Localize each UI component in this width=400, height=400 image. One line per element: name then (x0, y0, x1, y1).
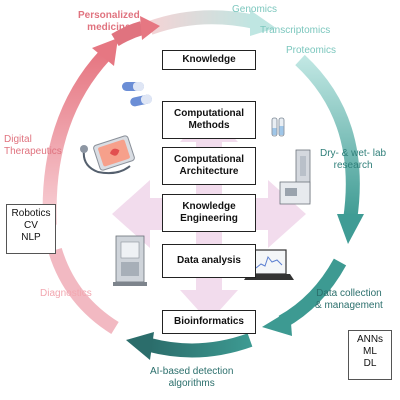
box-computational-methods: Computational Methods (162, 101, 256, 139)
box-data-analysis: Data analysis (162, 244, 256, 278)
arc-left-head (92, 38, 118, 66)
right-box-item-dl: DL (363, 358, 377, 369)
pill-capsules-icon (122, 82, 153, 107)
label-genomics: Genomics (232, 4, 278, 15)
left-box-item-robotics: Robotics (11, 208, 51, 219)
label-transcriptomics: Transcriptomics (260, 25, 331, 36)
arc-lower-right-head (262, 310, 292, 336)
box-knowledge-label: Knowledge (182, 54, 236, 65)
arc-right-head (337, 214, 364, 244)
label-personalized-medicine-text: Personalized medicine (78, 10, 140, 33)
box-computational-architecture: Computational Architecture (162, 147, 256, 185)
tablet-stethoscope-icon (80, 135, 135, 175)
label-proteomics: Proteomics (286, 45, 337, 56)
box-robotics-cv-nlp: Robotics CV NLP (6, 204, 56, 254)
box-data-analysis-label: Data analysis (177, 255, 241, 266)
label-ai-detection: AI-based detection algorithms (150, 366, 234, 389)
test-tubes-icon (271, 117, 285, 137)
arc-left (42, 50, 111, 226)
arc-lower-left (48, 247, 119, 334)
label-data-collection: Data collection & management (315, 288, 383, 311)
box-computational-architecture-label: Computational Architecture (174, 154, 244, 177)
lab-instrument-icon (279, 149, 311, 205)
arc-right (295, 54, 360, 222)
label-digital-therapeutics: Digital Therapeutics (4, 134, 62, 157)
right-box-item-anns: ANNs (356, 334, 384, 345)
label-dry-wet-lab: Dry- & wet- lab research (320, 148, 387, 171)
arc-top (147, 10, 257, 35)
arc-bottom (148, 333, 253, 358)
left-box-item-nlp: NLP (21, 232, 41, 243)
arc-top-left (111, 21, 145, 47)
arc-bottom-head (126, 332, 154, 360)
box-knowledge-engineering-label: Knowledge Engineering (180, 201, 238, 224)
box-bioinformatics-label: Bioinformatics (173, 316, 244, 327)
label-diagnostics: Diagnostics (40, 288, 92, 299)
laptop-chart-icon (244, 249, 294, 280)
arc-top-left-head (140, 16, 160, 40)
arc-top-head (250, 10, 276, 36)
lab-machine-icon (113, 235, 147, 286)
box-computational-methods-label: Computational Methods (174, 108, 244, 131)
label-personalized-medicine: Personalized medicine (78, 10, 140, 34)
box-knowledge: Knowledge (162, 50, 256, 70)
right-box-item-ml: ML (363, 346, 377, 357)
box-anns-ml-dl: ANNs ML DL (348, 330, 392, 380)
box-bioinformatics: Bioinformatics (162, 310, 256, 334)
box-knowledge-engineering: Knowledge Engineering (162, 194, 256, 232)
left-box-item-cv: CV (24, 220, 38, 231)
